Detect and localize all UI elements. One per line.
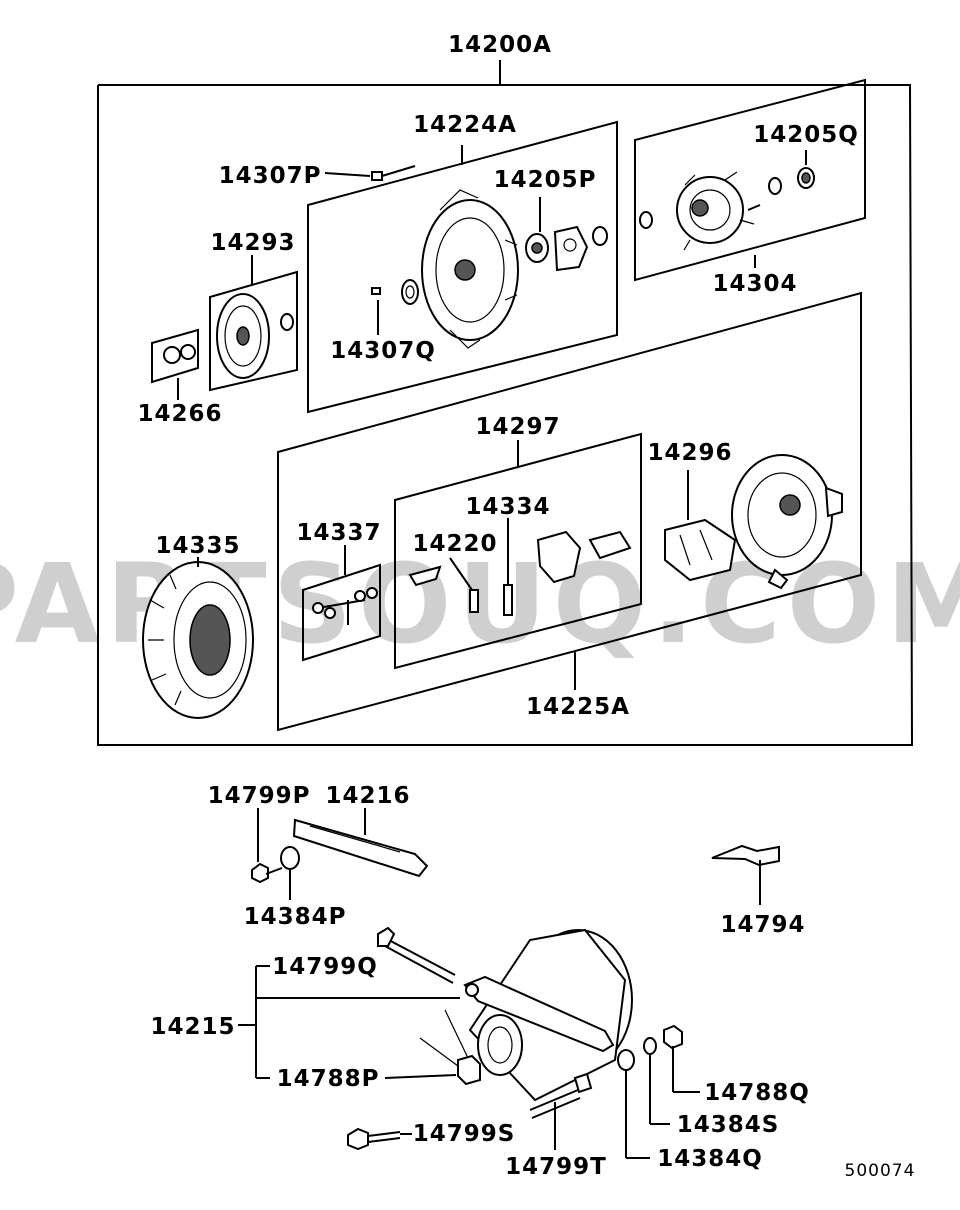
label-bearing-q: 14205Q [753, 122, 859, 148]
diagram-code: 500074 [845, 1161, 916, 1181]
label-brace: 14216 [325, 783, 410, 809]
label-bolt-t: 14799T [505, 1154, 607, 1180]
label-rectifier: 14296 [647, 440, 732, 466]
label-rotor: 14304 [712, 271, 797, 297]
label-brush-spring: 14334 [465, 494, 550, 520]
label-washer-s: 14384S [677, 1112, 780, 1138]
label-bolt-q: 14799Q [272, 954, 378, 980]
label-pulley: 14293 [210, 230, 295, 256]
rear-bracket-panel [307, 120, 618, 414]
label-washer-q: 14384Q [657, 1146, 763, 1172]
label-assy: 14200A [448, 32, 552, 58]
rotor-panel [634, 78, 866, 282]
nut-kit-panel [151, 328, 199, 400]
label-clip: 14794 [720, 912, 805, 938]
clip-group [711, 844, 780, 905]
alternator-mount-group [238, 926, 700, 1159]
label-bracket-set: 14215 [150, 1014, 235, 1040]
label-nut-q: 14788Q [704, 1080, 810, 1106]
label-rear-bracket: 14224A [413, 112, 517, 138]
label-stator: 14335 [155, 533, 240, 559]
label-nut-p: 14788P [277, 1066, 380, 1092]
label-brush: 14220 [412, 531, 497, 557]
front-bracket-panel [277, 291, 862, 732]
label-terminal-bolt: 14337 [296, 520, 381, 546]
label-washer-p: 14384P [244, 904, 347, 930]
brace-group [251, 808, 429, 900]
label-bolt-p: 14799P [208, 783, 311, 809]
label-front-bracket: 14225A [526, 694, 630, 720]
label-nut-kit: 14266 [137, 401, 222, 427]
part-labels: 14200A 14224A 14307P 14205P 14293 14307Q… [137, 32, 916, 1181]
label-bolt-s: 14799S [413, 1121, 516, 1147]
stator [142, 557, 254, 719]
label-bearing-p: 14205P [494, 167, 597, 193]
label-screw-q: 14307Q [330, 338, 436, 364]
label-brush-holder-set: 14297 [475, 414, 560, 440]
pulley-panel [209, 255, 298, 392]
assembly-frame [97, 60, 914, 746]
label-screw-p: 14307P [219, 163, 322, 189]
